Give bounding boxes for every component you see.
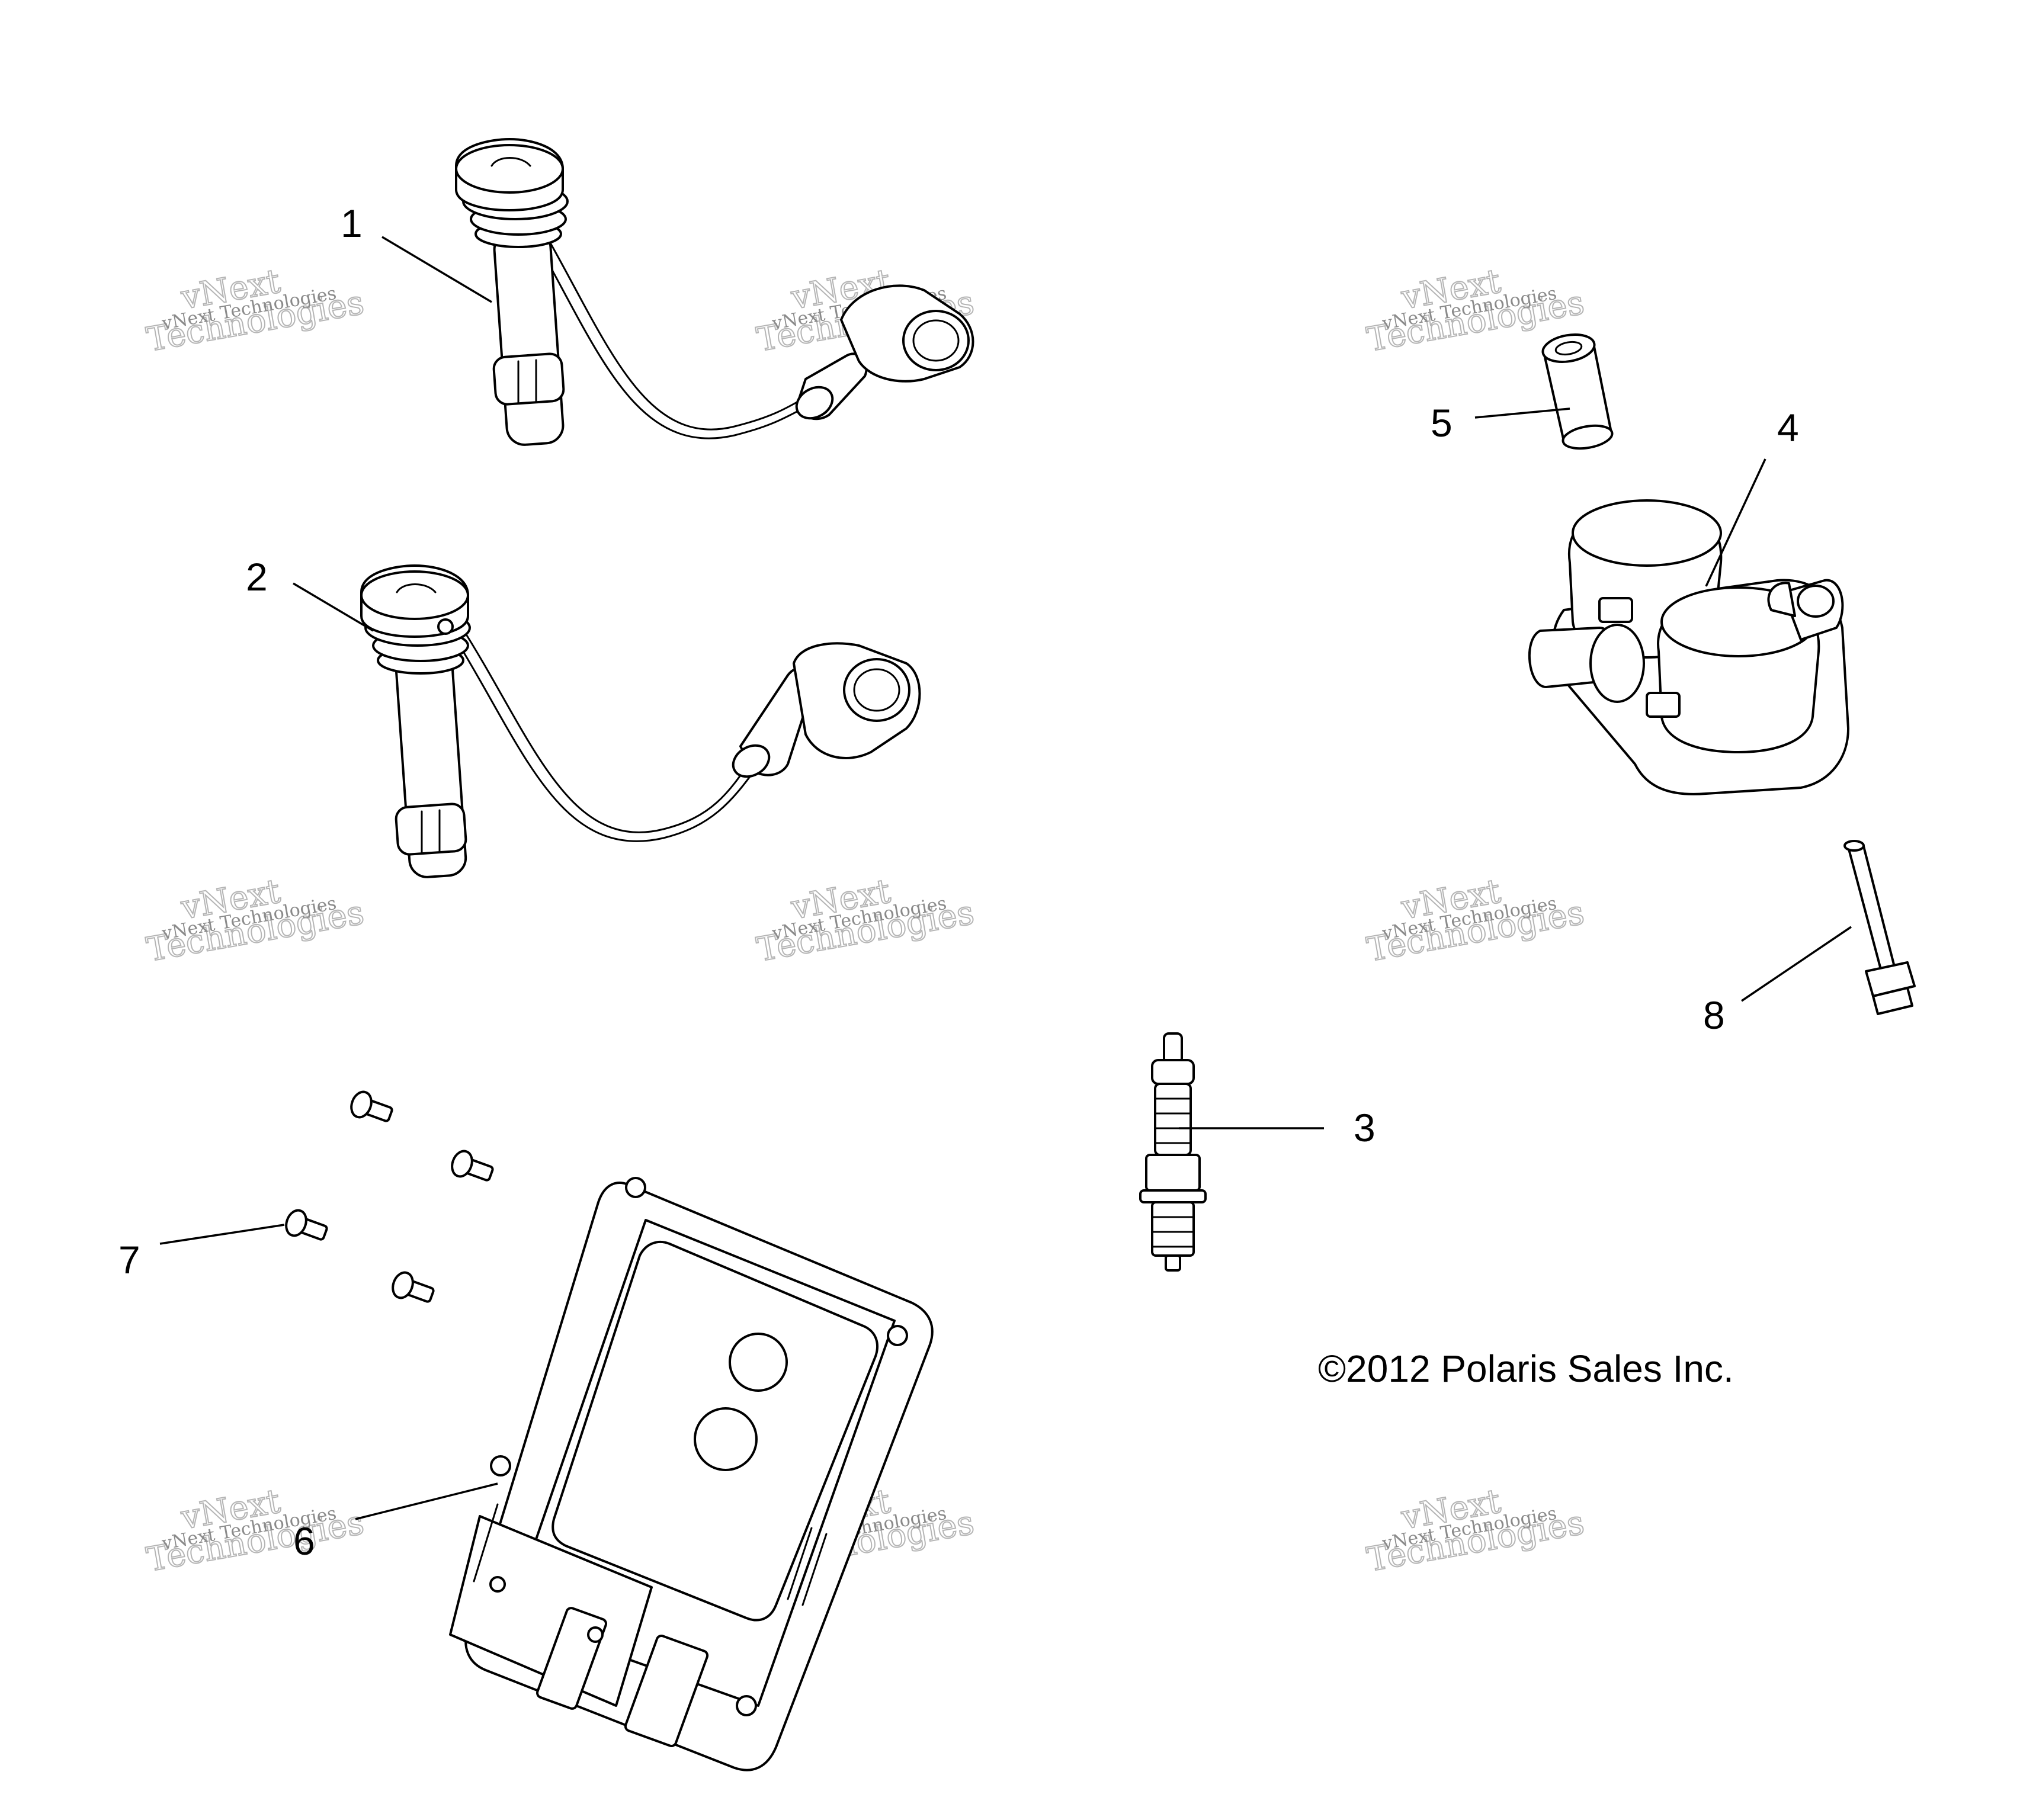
coil-terminal <box>1646 692 1681 718</box>
part-8-bolt <box>1843 840 1916 1015</box>
connector-end <box>732 744 771 778</box>
ecu-mount-boss <box>490 1455 511 1476</box>
part-5-spacer <box>1541 333 1614 450</box>
part-1-ignition-wire <box>455 138 974 446</box>
leader-line-8 <box>1741 926 1852 1002</box>
callout-8: 8 <box>1703 993 1725 1037</box>
plug-washer <box>1139 1189 1207 1203</box>
cable <box>523 219 822 439</box>
cable <box>452 634 759 842</box>
coil-connector <box>1767 582 1796 617</box>
ecu-connector-dot <box>489 1576 506 1593</box>
screw <box>392 1271 435 1303</box>
boot-cap-slot <box>396 583 437 593</box>
watermark: vNext Technologies vNext Technologies <box>754 871 977 970</box>
screw-head <box>451 1150 473 1178</box>
ecu-vent <box>694 1407 758 1471</box>
part-2-ignition-wire <box>360 564 921 878</box>
watermark: vNext Technologies vNext Technologies <box>1364 871 1588 970</box>
callout-4: 4 <box>1777 406 1799 450</box>
callout-labels: 1 2 3 4 5 6 7 8 <box>118 201 1799 1563</box>
screw-head <box>350 1090 373 1119</box>
ecu-connector-dot <box>587 1626 604 1643</box>
boot-tube <box>493 229 565 446</box>
leader-line-1 <box>381 236 492 303</box>
plug-terminal-nut <box>1151 1059 1195 1085</box>
screw <box>285 1209 328 1241</box>
coil-output-mouth <box>1589 624 1645 703</box>
bolt-tip <box>1843 840 1865 852</box>
watermark: vNext Technologies vNext Technologies <box>143 1481 367 1580</box>
connector-mouth-inner <box>853 668 900 712</box>
ecu-connector-block <box>449 1515 653 1707</box>
boot-cap-pin <box>437 618 454 635</box>
watermark: vNext Technologies vNext Technologies <box>1364 1481 1588 1580</box>
spacer-bore <box>1554 341 1583 356</box>
boot-cap-slot <box>490 157 531 167</box>
callout-1: 1 <box>341 201 363 245</box>
connector-end <box>795 386 834 420</box>
watermark: vNext Technologies vNext Technologies <box>143 871 367 970</box>
plug-insulator <box>1154 1083 1192 1156</box>
connector-mouth-inner <box>912 319 960 362</box>
plug-hex <box>1145 1154 1201 1192</box>
boot-cap-top <box>455 144 564 194</box>
bolt-flange <box>1865 961 1916 997</box>
callout-2: 2 <box>246 555 268 599</box>
part-3-spark-plug <box>1139 1032 1207 1272</box>
spacer-bottom <box>1562 424 1614 450</box>
ecu-connector-pin <box>624 1634 709 1748</box>
leader-line-5 <box>1474 407 1570 419</box>
plug-terminal <box>1163 1032 1183 1064</box>
ecu-edge <box>787 1527 813 1600</box>
leader-line-6 <box>355 1482 498 1520</box>
cable <box>461 627 754 833</box>
boot-clip <box>395 803 467 856</box>
coil-mount-hole <box>1797 585 1835 618</box>
callout-6: 6 <box>293 1519 315 1563</box>
watermark: vNext Technologies vNext Technologies <box>143 261 367 359</box>
coil-terminal <box>1598 597 1633 623</box>
coil-tower-left-top <box>1572 499 1722 567</box>
leader-line-7 <box>159 1224 285 1245</box>
leader-line-4 <box>1705 458 1766 587</box>
cable <box>532 212 819 431</box>
screw-head <box>392 1271 414 1299</box>
ecu-mount-boss <box>736 1695 757 1716</box>
callout-7: 7 <box>118 1238 140 1282</box>
part-7-screws <box>285 1090 494 1303</box>
boot-clip <box>492 352 565 406</box>
spacer-top <box>1541 333 1596 363</box>
part-6-ecu <box>449 1177 934 1771</box>
callout-3: 3 <box>1354 1106 1375 1150</box>
screw-head <box>285 1209 307 1237</box>
leader-line-2 <box>293 582 374 632</box>
copyright-notice: ©2012 Polaris Sales Inc. <box>1318 1347 1734 1390</box>
screw <box>350 1090 393 1122</box>
bolt-head <box>1872 987 1913 1015</box>
screw <box>451 1150 494 1182</box>
ecu-edge <box>801 1533 828 1606</box>
bolt-shank <box>1847 843 1897 977</box>
callout-5: 5 <box>1431 401 1453 445</box>
ecu-mount-boss <box>887 1325 908 1346</box>
part-4-ignition-coil <box>1528 499 1849 795</box>
ecu-edge <box>473 1503 499 1583</box>
ecu-mount-boss <box>625 1177 646 1198</box>
plug-electrode <box>1165 1254 1181 1272</box>
ecu-vent <box>729 1333 788 1392</box>
boot-cap-top <box>360 570 469 620</box>
leader-lines <box>159 236 1852 1520</box>
